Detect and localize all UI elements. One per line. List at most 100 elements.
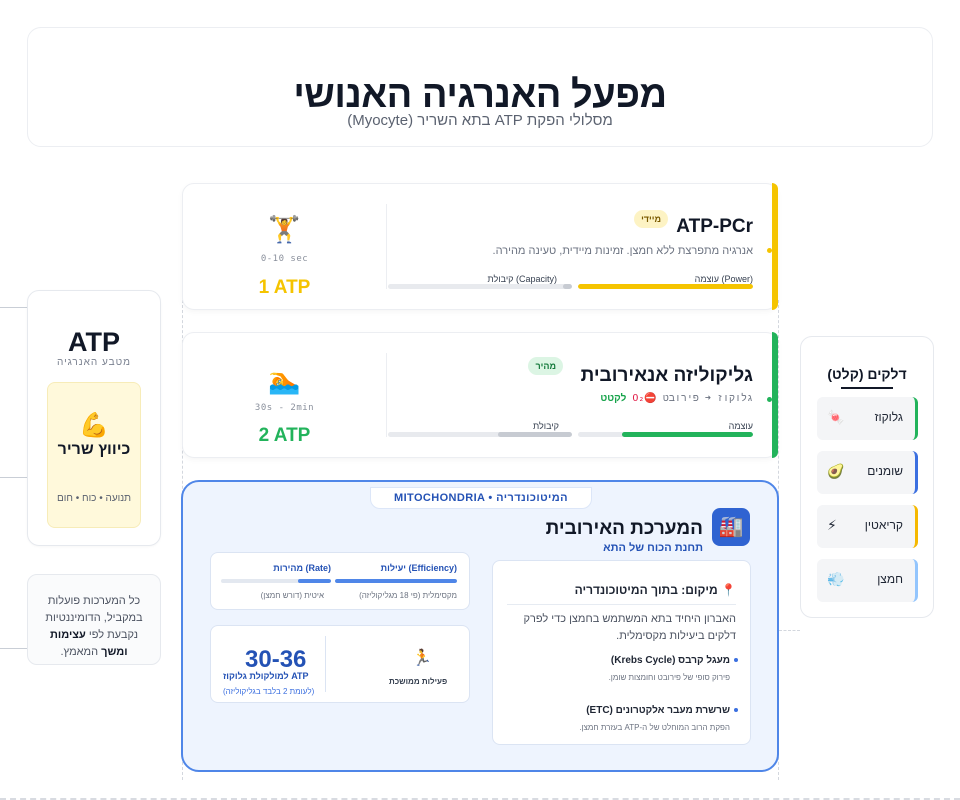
fuel-panel: דלקים (קלט) גלוקוז 🍬 שומנים 🥑 קריאטין ⚡ … <box>800 336 934 618</box>
no-oxygen-icon: ⛔O₂ <box>632 393 657 404</box>
fuel-label: חמצן <box>877 572 903 586</box>
pin-icon: 📍 <box>721 583 736 597</box>
krebs-cycle-item: מעגל קרבס (Krebs Cycle) פירוק סופי של פי… <box>507 655 738 682</box>
reaction-flow: גלוקוז ➜ פירובט ⛔O₂ לקטט <box>600 393 753 405</box>
pathway-summary: 🏋️ 0-10 sec 1 ATP <box>183 184 386 311</box>
flow-lactate: לקטט <box>600 393 627 404</box>
atp-comparison: (לעומת 2 בלבד בגליקוליזה) <box>223 687 315 696</box>
rate-bar <box>221 579 331 583</box>
flow-glucose: גלוקוז <box>716 393 753 404</box>
atp-title: ATP <box>68 327 120 357</box>
atp-subtitle: מטבע האנרגיה <box>56 357 132 368</box>
fuel-item-fats[interactable]: שומנים 🥑 <box>817 451 918 494</box>
efficiency-sub: מקסימלית (פי 18 מגליקוליזה) <box>359 591 457 600</box>
speed-badge: מהיר <box>528 357 563 375</box>
bullet-dot <box>734 658 738 662</box>
lightning-icon: ⚡ <box>827 517 837 533</box>
power-label: עוצמה (Power) <box>694 274 753 284</box>
muscle-subtitle: תנועה • כוח • חום <box>56 493 132 504</box>
muscle-title: כיווץ שריר <box>57 441 131 458</box>
pathway-atp-yield: 2 ATP <box>258 425 311 446</box>
note-text: כל המערכות פועלות במקביל, הדומיננטיות נק… <box>45 595 143 641</box>
efficiency-bar <box>335 579 457 583</box>
pathway-accent-bar <box>772 332 778 458</box>
aerobic-system-card[interactable]: MITOCHONDRIA • המיטוכונדריה 🏭 המערכת האי… <box>181 480 779 772</box>
note-bold: עצימות ומשך <box>49 629 128 658</box>
aerobic-subtitle: תחנת הכוח של התא <box>603 542 703 554</box>
efficiency-rate-panel: יעילות (Efficiency) מקסימלית (פי 18 מגלי… <box>210 552 470 610</box>
pathway-accent-bar <box>772 183 778 310</box>
bottom-dashed-border <box>0 798 960 800</box>
pathway-description: אנרגיה מתפרצת ללא חמצן. זמינות מיידית, ט… <box>492 245 753 257</box>
pathway-atp-yield: 1 ATP <box>258 277 311 298</box>
factory-icon: 🏭 <box>712 508 750 546</box>
fuel-label: שומנים <box>867 464 903 478</box>
divider <box>507 604 736 605</box>
swimmer-icon: 🏊 <box>268 365 301 395</box>
power-meter <box>578 284 753 289</box>
capacity-label: קיבולת (Capacity) <box>487 274 557 284</box>
runner-icon: 🏃 <box>412 650 432 667</box>
atp-per-glucose: ATP למולקולת גלוקוז <box>223 671 309 681</box>
speed-badge: מיידי <box>634 210 668 228</box>
fuel-item-creatine[interactable]: קריאטין ⚡ <box>817 505 918 548</box>
atp-range: 30-36 <box>245 646 307 673</box>
rate-sub: איטית (דורש חמצן) <box>260 591 324 600</box>
pathway-title: ATP-PCr <box>676 216 753 237</box>
capacity-meter <box>388 432 572 437</box>
divider <box>386 204 387 289</box>
activity-label: פעילות ממושכת <box>389 677 448 686</box>
etc-subtitle: הפקת הרוב המוחלט של ה-ATP בעזרת חמצן. <box>579 723 730 732</box>
weightlifter-icon: 🏋️ <box>268 214 301 244</box>
avocado-icon: 🥑 <box>827 463 845 479</box>
krebs-title: מעגל קרבס (Krebs Cycle) <box>610 655 730 666</box>
bullet-dot <box>734 708 738 712</box>
etc-item: שרשרת מעבר אלקטרונים (ETC) הפקת הרוב המו… <box>507 705 738 732</box>
fuel-label: גלוקוז <box>874 410 903 424</box>
pathway-dot <box>767 397 772 402</box>
pathway-summary: 🏊 30s - 2min 2 ATP <box>183 333 386 459</box>
atp-card: ATP מטבע האנרגיה 💪 כיווץ שריר תנועה • כו… <box>27 290 161 546</box>
candy-icon: 🍬 <box>827 409 845 425</box>
pathway-card-atp-pcr[interactable]: 🏋️ 0-10 sec 1 ATP ATP-PCr מיידי אנרגיה מ… <box>182 183 778 310</box>
pathway-dot <box>767 248 772 253</box>
etc-title: שרשרת מעבר אלקטרונים (ETC) <box>586 705 730 716</box>
pathway-card-glycolysis[interactable]: 🏊 30s - 2min 2 ATP גליקוליזה אנאירובית מ… <box>182 332 778 458</box>
page-header: מפעל האנרגיה האנושי מסלולי הפקת ATP בתא … <box>27 27 933 147</box>
arrow-icon: ➜ <box>704 393 711 404</box>
flexed-biceps-icon: 💪 <box>79 412 109 439</box>
flow-pyruvate: פירובט <box>662 393 699 404</box>
capacity-meter <box>388 284 572 289</box>
pathway-title: גליקוליזה אנאירובית <box>580 365 753 386</box>
efficiency-label: יעילות (Efficiency) <box>380 563 457 573</box>
page-title: מפעל האנרגיה האנושי <box>293 74 667 116</box>
page-subtitle: מסלולי הפקת ATP בתא השריר (Myocyte) <box>347 112 613 129</box>
aerobic-title: המערכת האירובית <box>545 518 703 539</box>
note-text-end: המאמץ. <box>60 646 102 658</box>
fuel-item-glucose[interactable]: גלוקוז 🍬 <box>817 397 918 440</box>
fuel-title: דלקים (קלט) <box>827 366 907 382</box>
fuel-label: קריאטין <box>864 518 903 532</box>
muscle-contraction-box: 💪 כיווץ שריר תנועה • כוח • חום <box>47 382 141 528</box>
location-description: האברון היחיד בתא המשתמש בחמצן כדי לפרק ד… <box>523 613 736 642</box>
divider <box>386 353 387 437</box>
krebs-subtitle: פירוק סופי של פירובט וחומצות שומן. <box>608 673 730 682</box>
location-title: מיקום: בתוך המיטוכונדריה <box>574 583 718 597</box>
fuel-item-oxygen[interactable]: חמצן 💨 <box>817 559 918 602</box>
location-panel: 📍 מיקום: בתוך המיטוכונדריה האברון היחיד … <box>492 560 751 745</box>
capacity-label: קיבולת <box>533 421 559 431</box>
location-heading: 📍 מיקום: בתוך המיטוכונדריה <box>575 583 736 597</box>
rate-label: מהירות (Rate) <box>273 563 331 573</box>
connector-line <box>0 648 27 649</box>
pathway-duration: 0-10 sec <box>260 254 309 264</box>
wind-icon: 💨 <box>827 571 845 587</box>
dominance-note: כל המערכות פועלות במקביל, הדומיננטיות נק… <box>27 574 161 665</box>
pathway-duration: 30s - 2min <box>254 403 315 413</box>
flow-dash <box>779 630 800 631</box>
connector-line <box>0 307 27 308</box>
power-label: עוצמה <box>728 421 753 431</box>
connector-line <box>0 477 27 478</box>
power-meter <box>578 432 753 437</box>
fuel-title-underline <box>841 387 893 389</box>
mitochondria-tag: MITOCHONDRIA • המיטוכונדריה <box>370 487 592 509</box>
